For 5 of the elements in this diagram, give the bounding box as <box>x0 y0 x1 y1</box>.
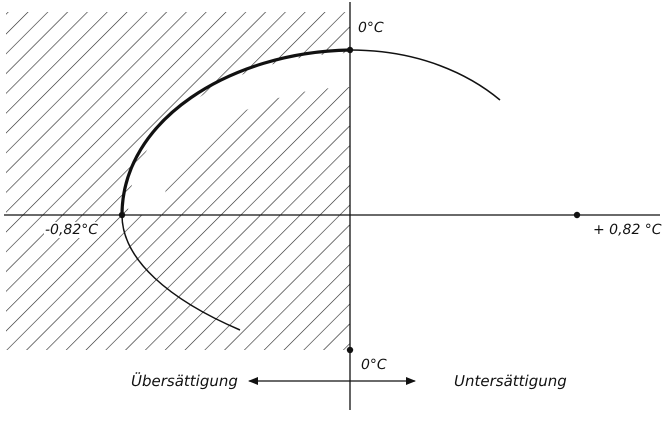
double-arrow <box>248 377 416 385</box>
axis-label: + 0,82 °C <box>592 222 663 238</box>
axis-label: -0,82°C <box>44 222 99 238</box>
region-label: Untersättigung <box>453 373 568 389</box>
region-label: Übersättigung <box>130 373 239 389</box>
